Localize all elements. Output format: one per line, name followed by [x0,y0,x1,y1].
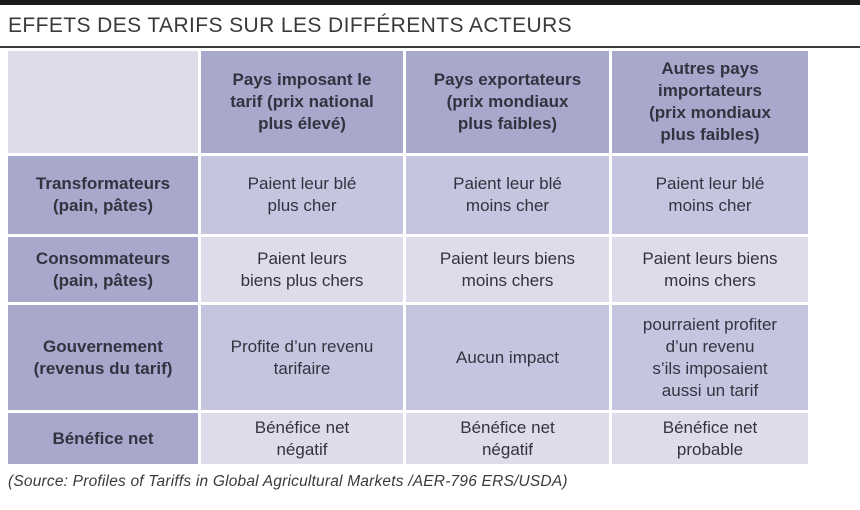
row-label-transformateurs: Transformateurs (pain, pâtes) [8,156,198,234]
cell-gouvernement-other-importers: pourraient profiter d’un revenu s’ils im… [612,305,808,410]
table-row-transformateurs: Transformateurs (pain, pâtes) Paient leu… [8,156,808,234]
cell-consommateurs-exporting: Paient leurs biens moins chers [406,237,609,302]
cell-consommateurs-other-importers: Paient leurs biens moins chers [612,237,808,302]
tariff-effects-table: Pays imposant le tarif (prix national pl… [5,48,811,467]
cell-benefice-exporting: Bénéfice net négatif [406,413,609,464]
cell-transformateurs-imposing: Paient leur blé plus cher [201,156,403,234]
cell-transformateurs-other-importers: Paient leur blé moins cher [612,156,808,234]
cell-benefice-other-importers: Bénéfice net probable [612,413,808,464]
table-header-row: Pays imposant le tarif (prix national pl… [8,51,808,153]
cell-benefice-imposing: Bénéfice net négatif [201,413,403,464]
cell-consommateurs-imposing: Paient leurs biens plus chers [201,237,403,302]
column-header-imposing-country: Pays imposant le tarif (prix national pl… [201,51,403,153]
table-row-gouvernement: Gouvernement (revenus du tarif) Profite … [8,305,808,410]
top-rule [0,0,860,5]
column-header-other-importing-countries: Autres pays importateurs (prix mondiaux … [612,51,808,153]
cell-gouvernement-imposing: Profite d’un revenu tarifaire [201,305,403,410]
title-divider [0,46,860,48]
column-header-exporting-countries: Pays exportateurs (prix mondiaux plus fa… [406,51,609,153]
cell-transformateurs-exporting: Paient leur blé moins cher [406,156,609,234]
row-label-benefice-net: Bénéfice net [8,413,198,464]
corner-cell [8,51,198,153]
source-citation: (Source: Profiles of Tariffs in Global A… [8,473,568,490]
table-row-consommateurs: Consommateurs (pain, pâtes) Paient leurs… [8,237,808,302]
row-label-consommateurs: Consommateurs (pain, pâtes) [8,237,198,302]
page-title: EFFETS DES TARIFS SUR LES DIFFÉRENTS ACT… [8,14,573,37]
table-row-benefice-net: Bénéfice net Bénéfice net négatif Bénéfi… [8,413,808,464]
row-label-gouvernement: Gouvernement (revenus du tarif) [8,305,198,410]
cell-gouvernement-exporting: Aucun impact [406,305,609,410]
